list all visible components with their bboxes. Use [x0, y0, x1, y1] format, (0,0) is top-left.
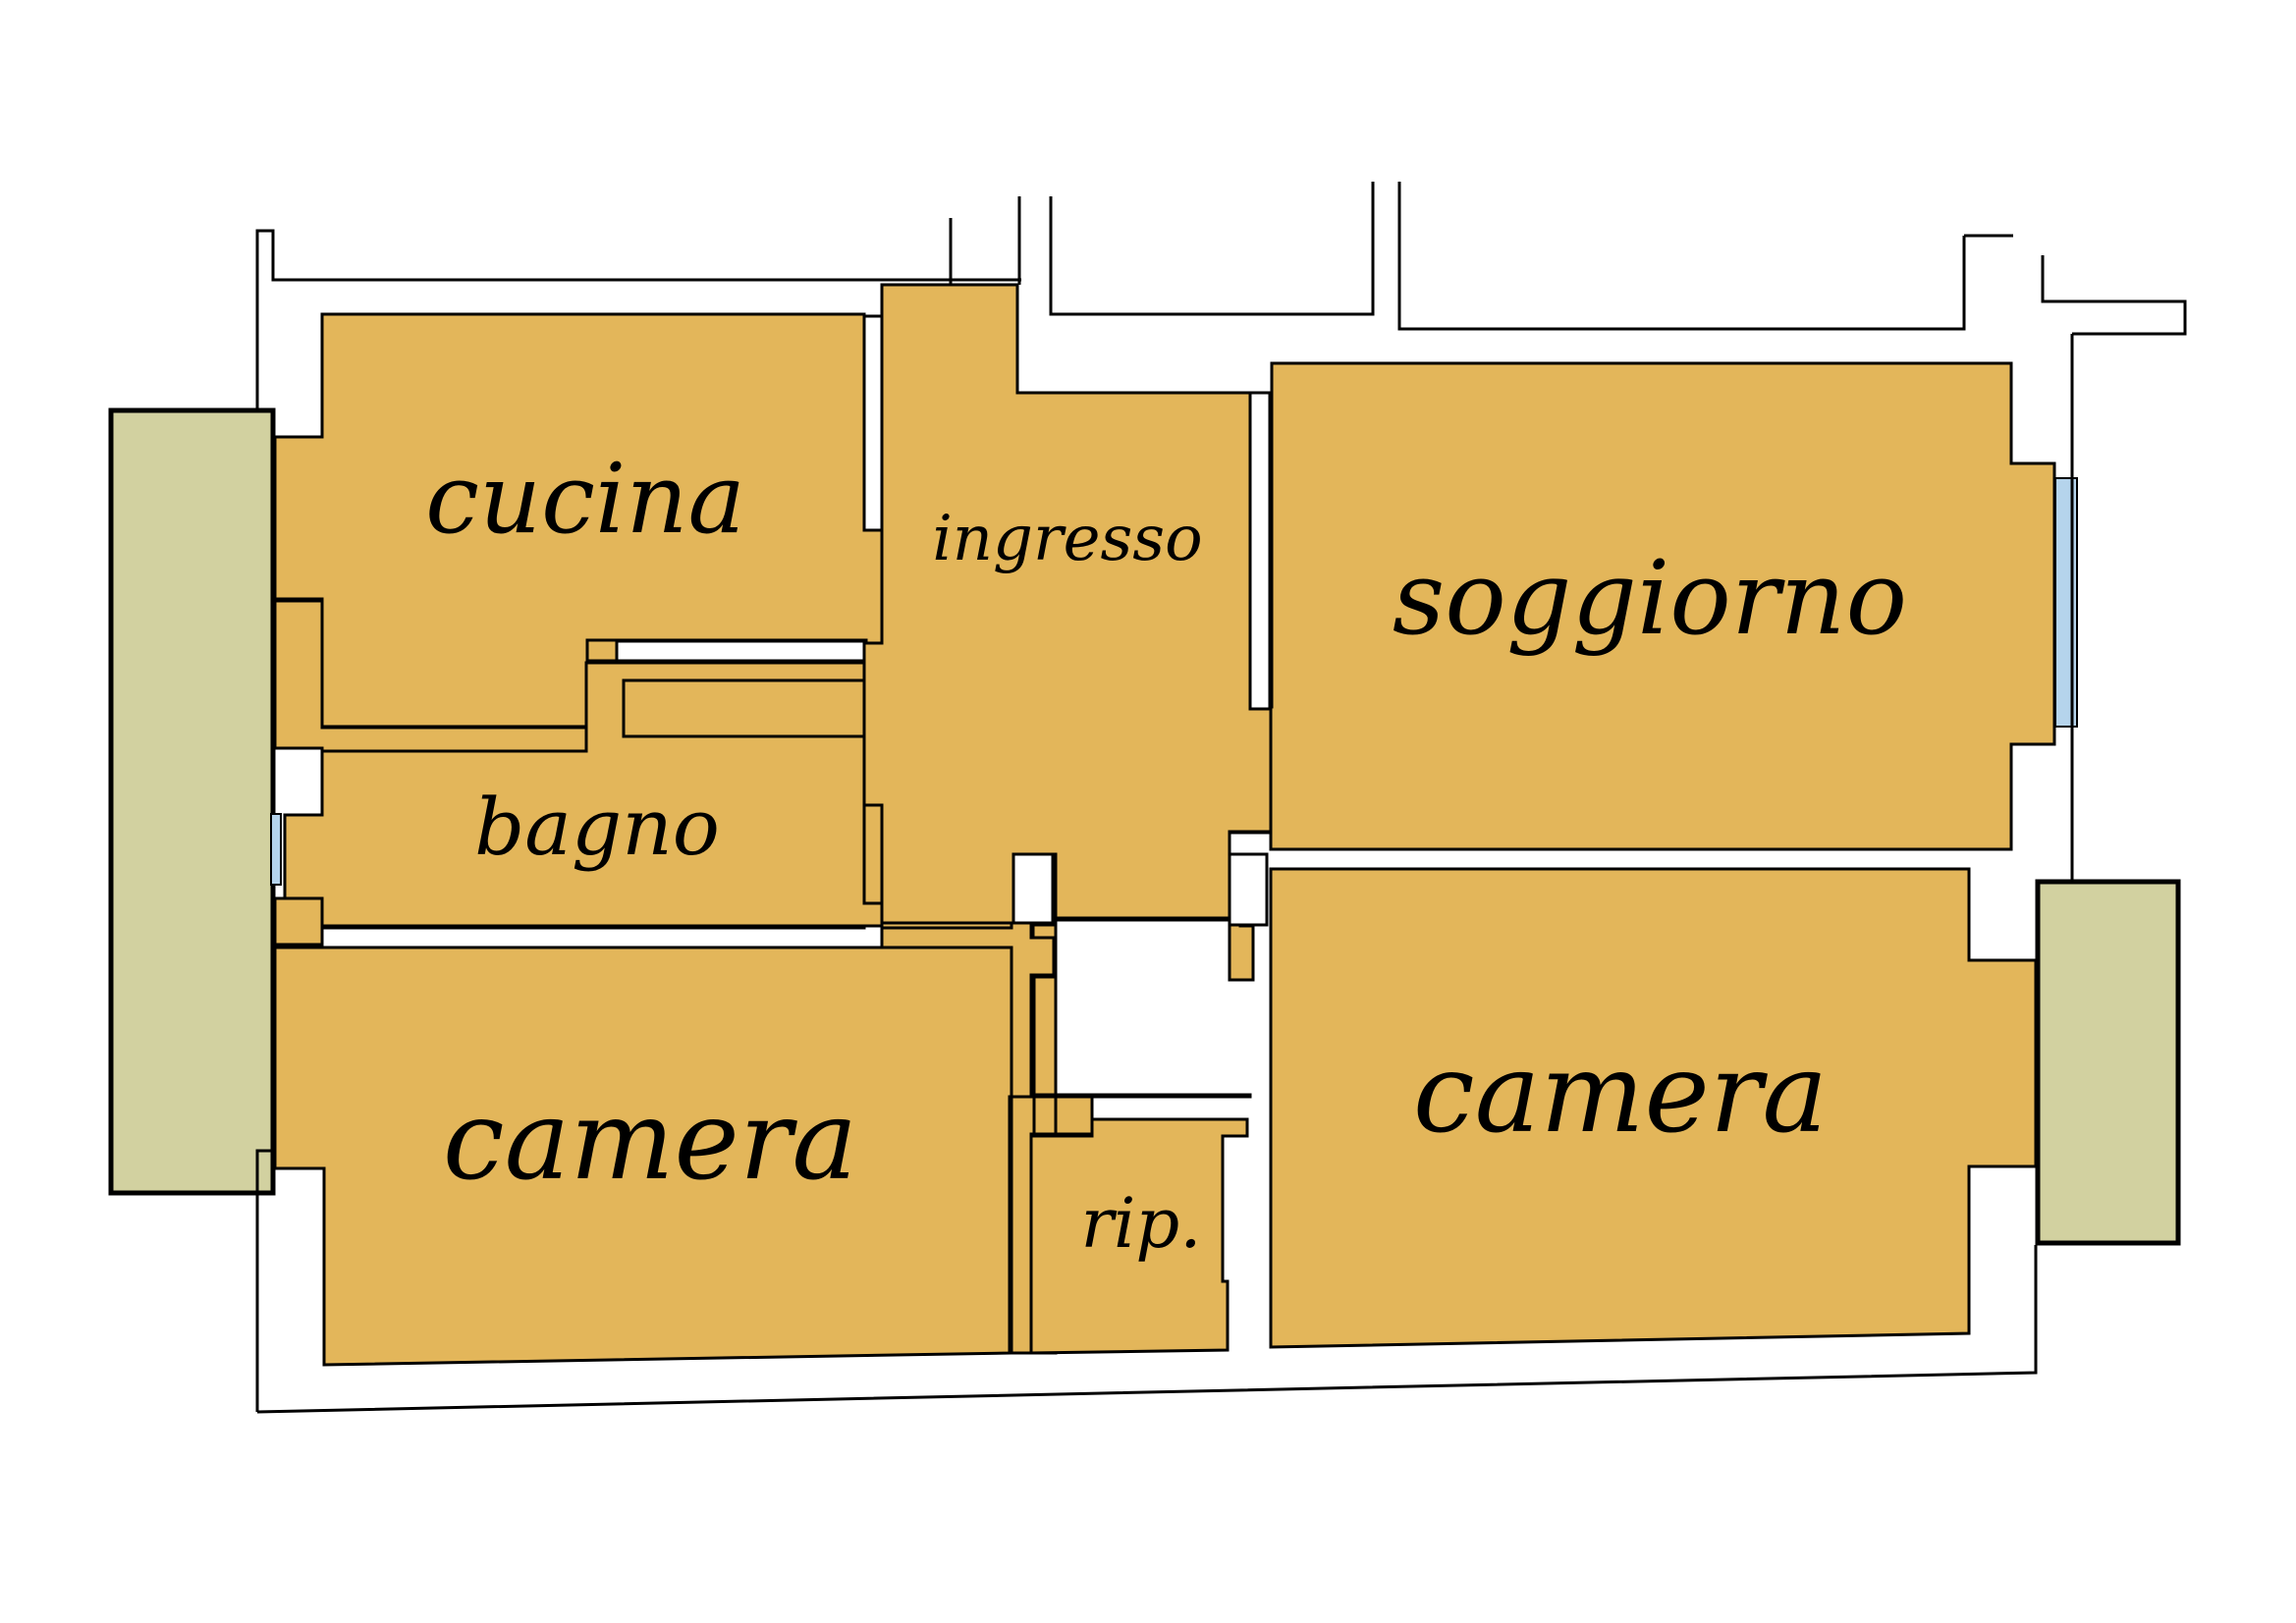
- label-ingresso: ingresso: [932, 503, 1202, 575]
- label-camera-right: camera: [1413, 1030, 1828, 1158]
- label-bagno: bagno: [474, 782, 720, 873]
- label-soggiorno: soggiorno: [1393, 538, 1907, 658]
- room-bagno: [283, 661, 884, 928]
- room-ripostiglio: [1029, 1117, 1249, 1355]
- window-bagno: [270, 813, 282, 886]
- window-soggiorno: [2054, 477, 2078, 728]
- wall-soggiorno-divider: [1248, 391, 1272, 711]
- label-ripostiglio: rip.: [1081, 1183, 1202, 1264]
- balcony-right: [2035, 879, 2181, 1246]
- outer-wall: [255, 182, 2187, 1414]
- wall-kitchen-divider: [862, 314, 884, 532]
- label-cucina: cucina: [425, 444, 745, 556]
- wall-pillar-center-left: [1011, 852, 1055, 925]
- label-camera-left: camera: [443, 1077, 857, 1205]
- room-ingresso: [862, 283, 1273, 1099]
- balcony-left: [108, 407, 276, 1196]
- room-camera-left: [273, 946, 1013, 1367]
- wall-pillar-center-right: [1228, 852, 1269, 927]
- room-camera-right: [1269, 867, 2038, 1349]
